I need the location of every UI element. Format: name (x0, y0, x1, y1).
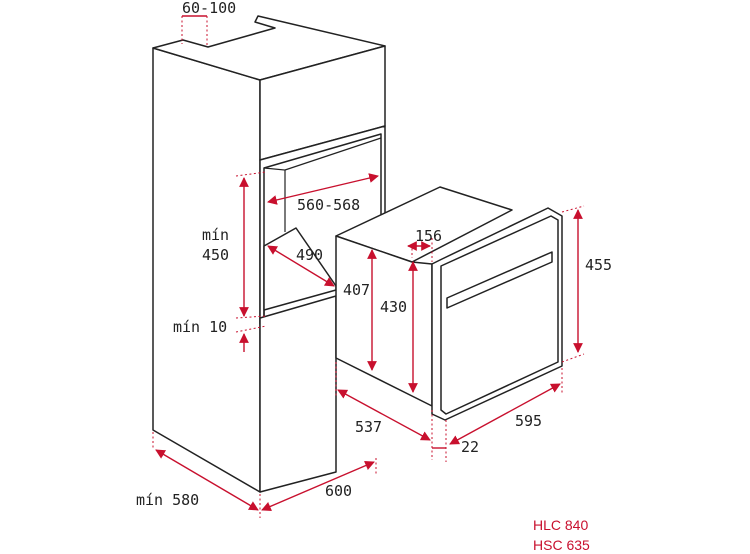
dimension-lines (152, 15, 585, 518)
model-list: HLC 840 HSC 635 (533, 517, 590, 553)
dim-cabinet-depth: mín 580 (136, 491, 199, 509)
dim-oven-width: 595 (515, 412, 542, 430)
dim-niche-height: 450 (202, 246, 229, 264)
oven-side (335, 235, 433, 407)
dim-oven-body-height: 407 (343, 281, 370, 299)
oven-handle (446, 251, 553, 309)
niche-back-top (284, 137, 382, 171)
dim-oven-inner-height: 430 (380, 298, 407, 316)
dim-oven-top-offset: 156 (415, 227, 442, 245)
dim-cabinet-width: 600 (325, 482, 352, 500)
oven (335, 186, 563, 421)
oven-door (440, 215, 559, 415)
dim-oven-depth: 537 (355, 418, 382, 436)
dim-front-thickness: 22 (461, 438, 479, 456)
dim-niche-min-label: mín (202, 226, 229, 244)
dim-niche-depth-gap: 60-100 (182, 0, 236, 17)
dim-niche-width: 560-568 (297, 196, 360, 214)
dim-oven-front-height: 455 (585, 256, 612, 274)
model-name: HSC 635 (533, 537, 590, 553)
dim-niche-depth: 490 (296, 246, 323, 264)
dimension-labels: 60-100 560-568 mín 450 490 mín 10 mín 58… (136, 0, 612, 509)
model-name: HLC 840 (533, 517, 588, 533)
dim-bottom-gap: mín 10 (173, 318, 227, 336)
cabinet-front-lower (259, 295, 337, 493)
